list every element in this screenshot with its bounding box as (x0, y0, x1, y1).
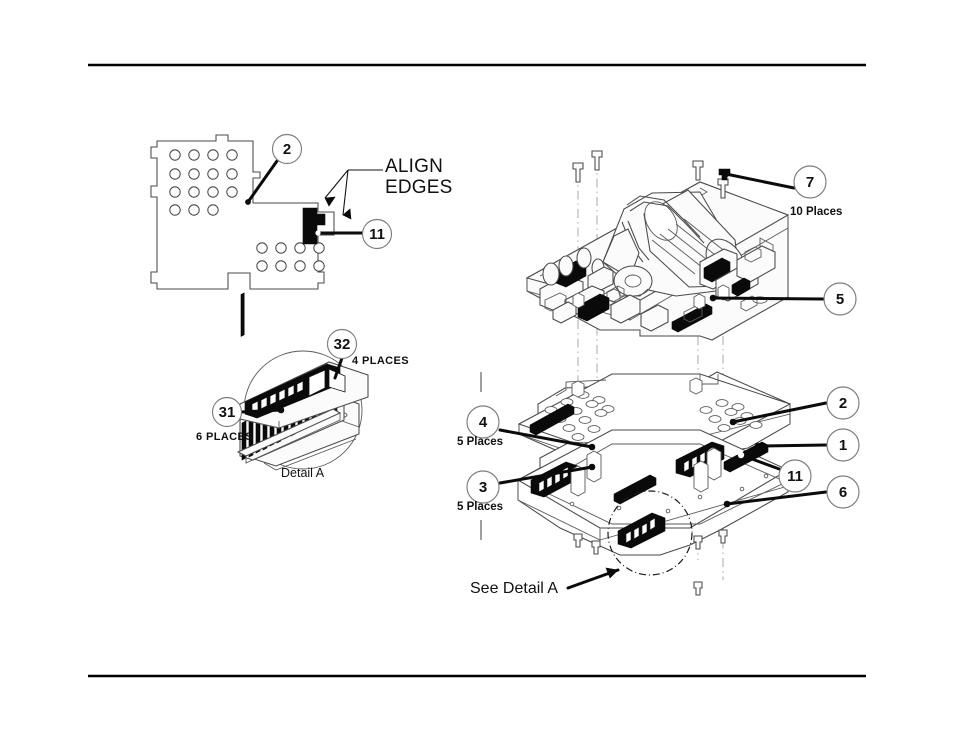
leader-line-item-31 (239, 408, 283, 414)
callout-item-11-exploded[interactable]: 11 (778, 459, 812, 493)
qty-5-places-item-3: 5 Places (457, 501, 503, 513)
callout-item-1[interactable]: 1 (826, 428, 860, 462)
screw-icon (573, 533, 583, 548)
leader-dot-item-2-exploded (729, 418, 737, 426)
bottom-board-detail-connector (617, 512, 666, 549)
callout-label: 5 (836, 291, 844, 308)
callout-item-4[interactable]: 4 (466, 405, 500, 439)
leader-dot-item-6 (723, 500, 731, 508)
screw-icon (718, 529, 728, 544)
leader-line-item-32 (333, 356, 344, 380)
callout-item-6[interactable]: 6 (826, 475, 860, 509)
callout-label: 11 (787, 468, 803, 485)
top-board-front-connectors (552, 293, 713, 333)
alignment-bracket-shape (302, 207, 326, 245)
leader-line-item-6 (725, 490, 828, 506)
detail-a-qty-4-places: 4 PLACES (352, 355, 409, 367)
detail-a-view: 32 31 4 PLACES 6 PLACES Detail A (196, 292, 409, 480)
upper-screw-set (572, 150, 731, 199)
callout-item-2-top-left[interactable]: 2 (271, 133, 303, 165)
detail-a-qty-6-places: 6 PLACES (196, 431, 253, 443)
leader-line-item-3 (498, 465, 594, 485)
callout-label: 11 (369, 226, 385, 243)
top-subassembly-with-motor (525, 181, 790, 341)
callout-item-5[interactable]: 5 (823, 282, 857, 316)
screw-icon (591, 150, 603, 171)
callout-label: 4 (479, 414, 488, 431)
leader-line-item-2-exploded (731, 401, 828, 424)
alignment-plate-hole-group-bottom (256, 242, 325, 272)
callout-label: 31 (219, 404, 236, 421)
leader-line-item-1 (756, 443, 828, 448)
qty-5-places-item-4: 5 Places (457, 436, 503, 448)
middle-plate-standoffs (571, 377, 703, 398)
leader-line-item-2 (246, 159, 279, 204)
top-board-right-modules (699, 245, 776, 312)
leader-dot-item-4 (588, 443, 596, 451)
callout-item-11-top-left[interactable]: 11 (361, 218, 393, 250)
callout-label: 7 (806, 174, 814, 191)
callout-label: 2 (283, 141, 291, 158)
callout-label: 6 (839, 484, 847, 501)
detail-a-board-edge (263, 438, 357, 471)
screw-icon (572, 162, 584, 183)
leader-line-item-7 (724, 172, 796, 190)
align-edges-leaders (324, 169, 383, 220)
see-detail-a-note: See Detail A (470, 580, 558, 597)
leader-dot-item-3 (588, 463, 596, 471)
callout-label: 3 (479, 479, 487, 496)
align-edges-line2: EDGES (385, 177, 453, 198)
align-edges-line1: ALIGN (385, 156, 443, 177)
see-detail-a-leader (566, 567, 620, 590)
lower-screw-set (573, 529, 728, 596)
bottom-base-board (516, 429, 790, 556)
screw-icon (591, 540, 601, 555)
screw-icon (692, 160, 704, 181)
detail-a-reference-circle (607, 490, 693, 576)
screw-icon (693, 535, 703, 550)
callout-item-3[interactable]: 3 (466, 470, 500, 504)
alignment-plate-view: ALIGN EDGES 2 11 (150, 133, 453, 290)
callout-item-2-exploded[interactable]: 2 (826, 386, 860, 420)
leader-dot-item-1 (754, 442, 762, 450)
callout-item-31[interactable]: 31 (211, 396, 243, 428)
callout-item-7[interactable]: 7 (793, 165, 827, 199)
bottom-board-vias (569, 473, 769, 514)
bottom-board-edge-strip-a (613, 474, 657, 505)
alignment-plate-hole-group-top (169, 149, 238, 216)
leader-line-item-4 (498, 428, 594, 449)
screw-icon (693, 581, 703, 596)
screw-icon (717, 178, 729, 199)
leader-dot-item-11-exploded (737, 451, 745, 459)
callout-label: 2 (839, 395, 847, 412)
callout-label: 1 (839, 437, 847, 454)
main-exploded-assembly-view: 7 5 2 1 11 6 4 3 10 Plac (457, 150, 860, 597)
leader-dot-item-5 (709, 294, 717, 302)
qty-10-places: 10 Places (790, 206, 842, 218)
callout-item-32[interactable]: 32 (326, 328, 358, 360)
leader-line-item-5 (711, 296, 826, 301)
middle-plate-edge-connector (529, 403, 575, 436)
callout-label: 32 (334, 336, 351, 353)
leader-line-item-11-exploded (739, 453, 784, 472)
leader-dot-item-7 (722, 170, 730, 178)
leader-dot-item-2 (245, 199, 251, 205)
detail-a-caption: Detail A (281, 466, 325, 480)
leader-dot-item-11 (315, 230, 321, 236)
